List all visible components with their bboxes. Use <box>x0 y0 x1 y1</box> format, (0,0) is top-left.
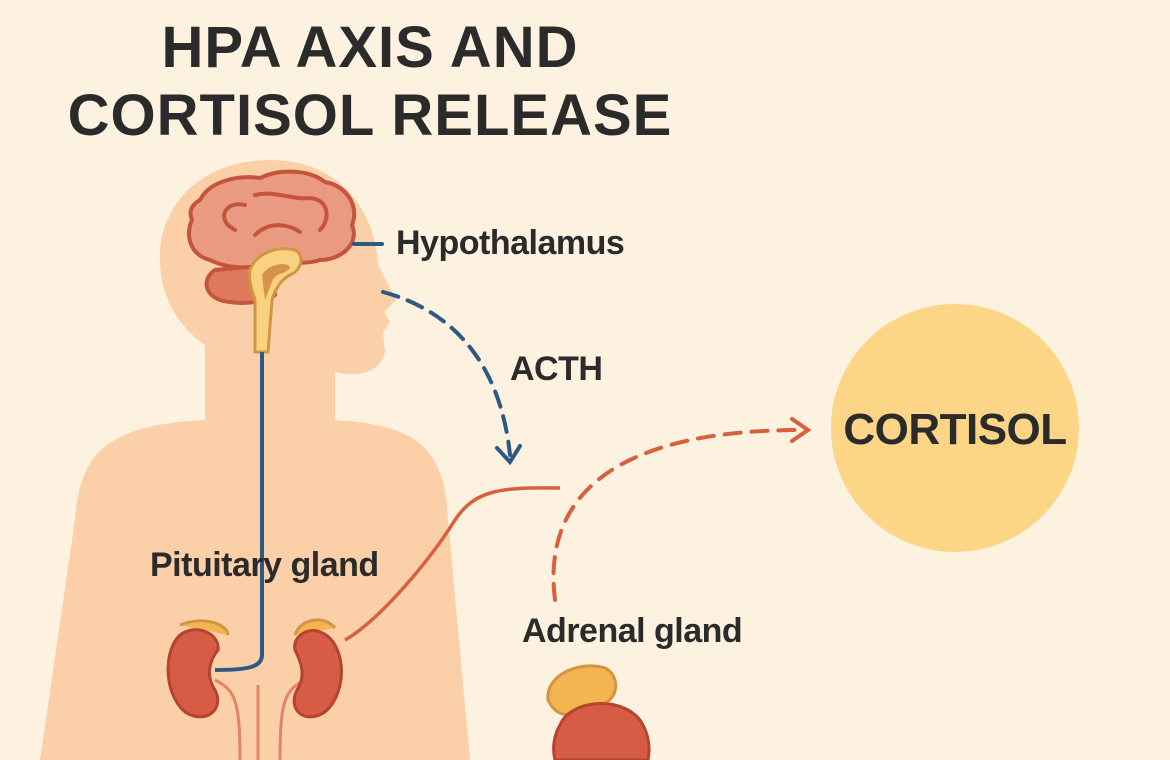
cortisol-dashed-arrow <box>551 428 802 602</box>
title-line-1: HPA AXIS AND <box>161 15 579 80</box>
cortisol-circle <box>831 304 1079 552</box>
adrenal-signal-line <box>344 486 561 642</box>
human-silhouette <box>40 160 470 760</box>
label-hypothalamus: Hypothalamus <box>396 224 625 262</box>
acth-dashed-arrow <box>381 290 512 457</box>
right-kidney-icon <box>292 618 343 719</box>
label-pituitary: Pituitary gland <box>150 546 379 584</box>
title-line-2: CORTISOL RELEASE <box>67 83 673 148</box>
label-cortisol: CORTISOL <box>843 405 1067 454</box>
left-kidney-icon <box>166 619 230 719</box>
brain-icon <box>187 169 357 354</box>
cortisol-arrowhead <box>790 417 812 443</box>
acth-arrowhead <box>495 444 522 466</box>
pituitary-to-kidney-line <box>214 352 264 672</box>
adrenal-gland-icon <box>546 664 651 760</box>
label-adrenal: Adrenal gland <box>522 612 743 650</box>
label-acth: ACTH <box>510 350 603 388</box>
